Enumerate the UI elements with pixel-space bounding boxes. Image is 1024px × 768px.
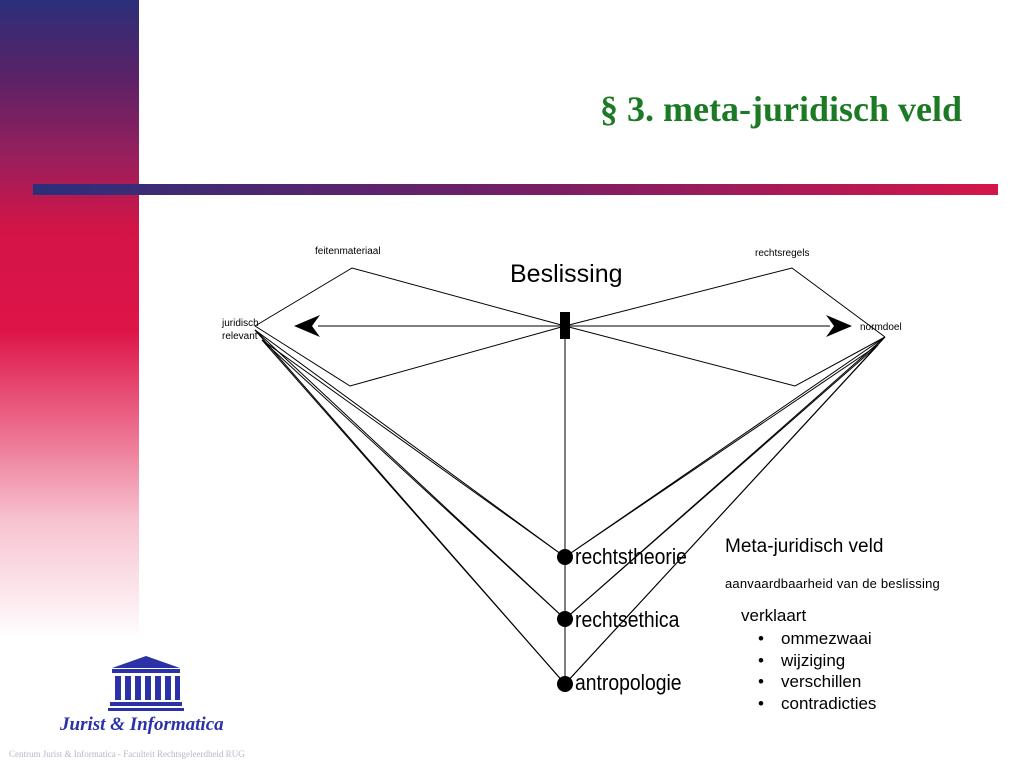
list-item-text: ommezwaai <box>781 629 872 648</box>
left-kite-lower <box>254 325 566 387</box>
list-item: •wijziging <box>758 650 846 670</box>
antropologie-label: antropologie <box>575 670 682 695</box>
logo-text: Jurist & Informatica <box>60 714 224 735</box>
decision-bar <box>560 312 570 339</box>
rechtsregels-label: rechtsregels <box>755 248 810 259</box>
node-antropologie <box>557 676 573 692</box>
list-item-text: wijziging <box>781 650 846 670</box>
title-rule <box>33 184 998 195</box>
right-arrowhead <box>826 315 852 337</box>
node-rechtstheorie <box>557 549 573 565</box>
right-kite-lower <box>564 325 886 387</box>
juridisch-relevant-label: juridisch relevant <box>222 318 259 342</box>
list-item: •ommezwaai <box>758 629 872 648</box>
left-to-rechtstheorie-a <box>254 329 566 558</box>
meta-juridisch-veld-heading: Meta-juridisch veld <box>725 536 884 557</box>
left-kite-upper <box>254 267 566 327</box>
left-to-rechtsethica-b <box>261 339 566 620</box>
rechtstheorie-label: rechtstheorie <box>575 544 687 569</box>
slide-title: § 3. meta-juridisch veld <box>600 89 962 129</box>
list-item-text: verschillen <box>781 672 862 691</box>
left-to-rechtstheorie-b <box>261 339 566 558</box>
rechtsethica-label: rechtsethica <box>575 607 680 632</box>
node-rechtsethica <box>557 611 573 627</box>
building-icon <box>108 656 184 711</box>
beslissing-label: Beslissing <box>510 260 623 288</box>
normdoel-label: normdoel <box>860 322 902 333</box>
verklaart-label: verklaart <box>741 606 807 625</box>
right-to-antropologie-b <box>564 344 879 685</box>
right-to-rechtstheorie-b <box>564 344 879 558</box>
list-item: •verschillen <box>758 672 862 691</box>
list-item: •contradicties <box>758 693 877 713</box>
list-item-text: contradicties <box>781 693 877 713</box>
left-arrowhead <box>294 315 320 337</box>
right-kite-upper <box>564 267 886 338</box>
feitenmateriaal-label: feitenmateriaal <box>315 246 381 257</box>
left-to-antropologie-b <box>261 339 566 685</box>
meta-subtitle: aanvaardbaarheid van de beslissing <box>725 576 940 591</box>
right-to-rechtsethica-b <box>564 344 879 620</box>
explanation-list: •ommezwaai •wijziging •verschillen •cont… <box>758 628 876 714</box>
footer-text: Centrum Jurist & Informatica - Faculteit… <box>9 749 245 759</box>
left-gradient-band <box>0 0 139 768</box>
